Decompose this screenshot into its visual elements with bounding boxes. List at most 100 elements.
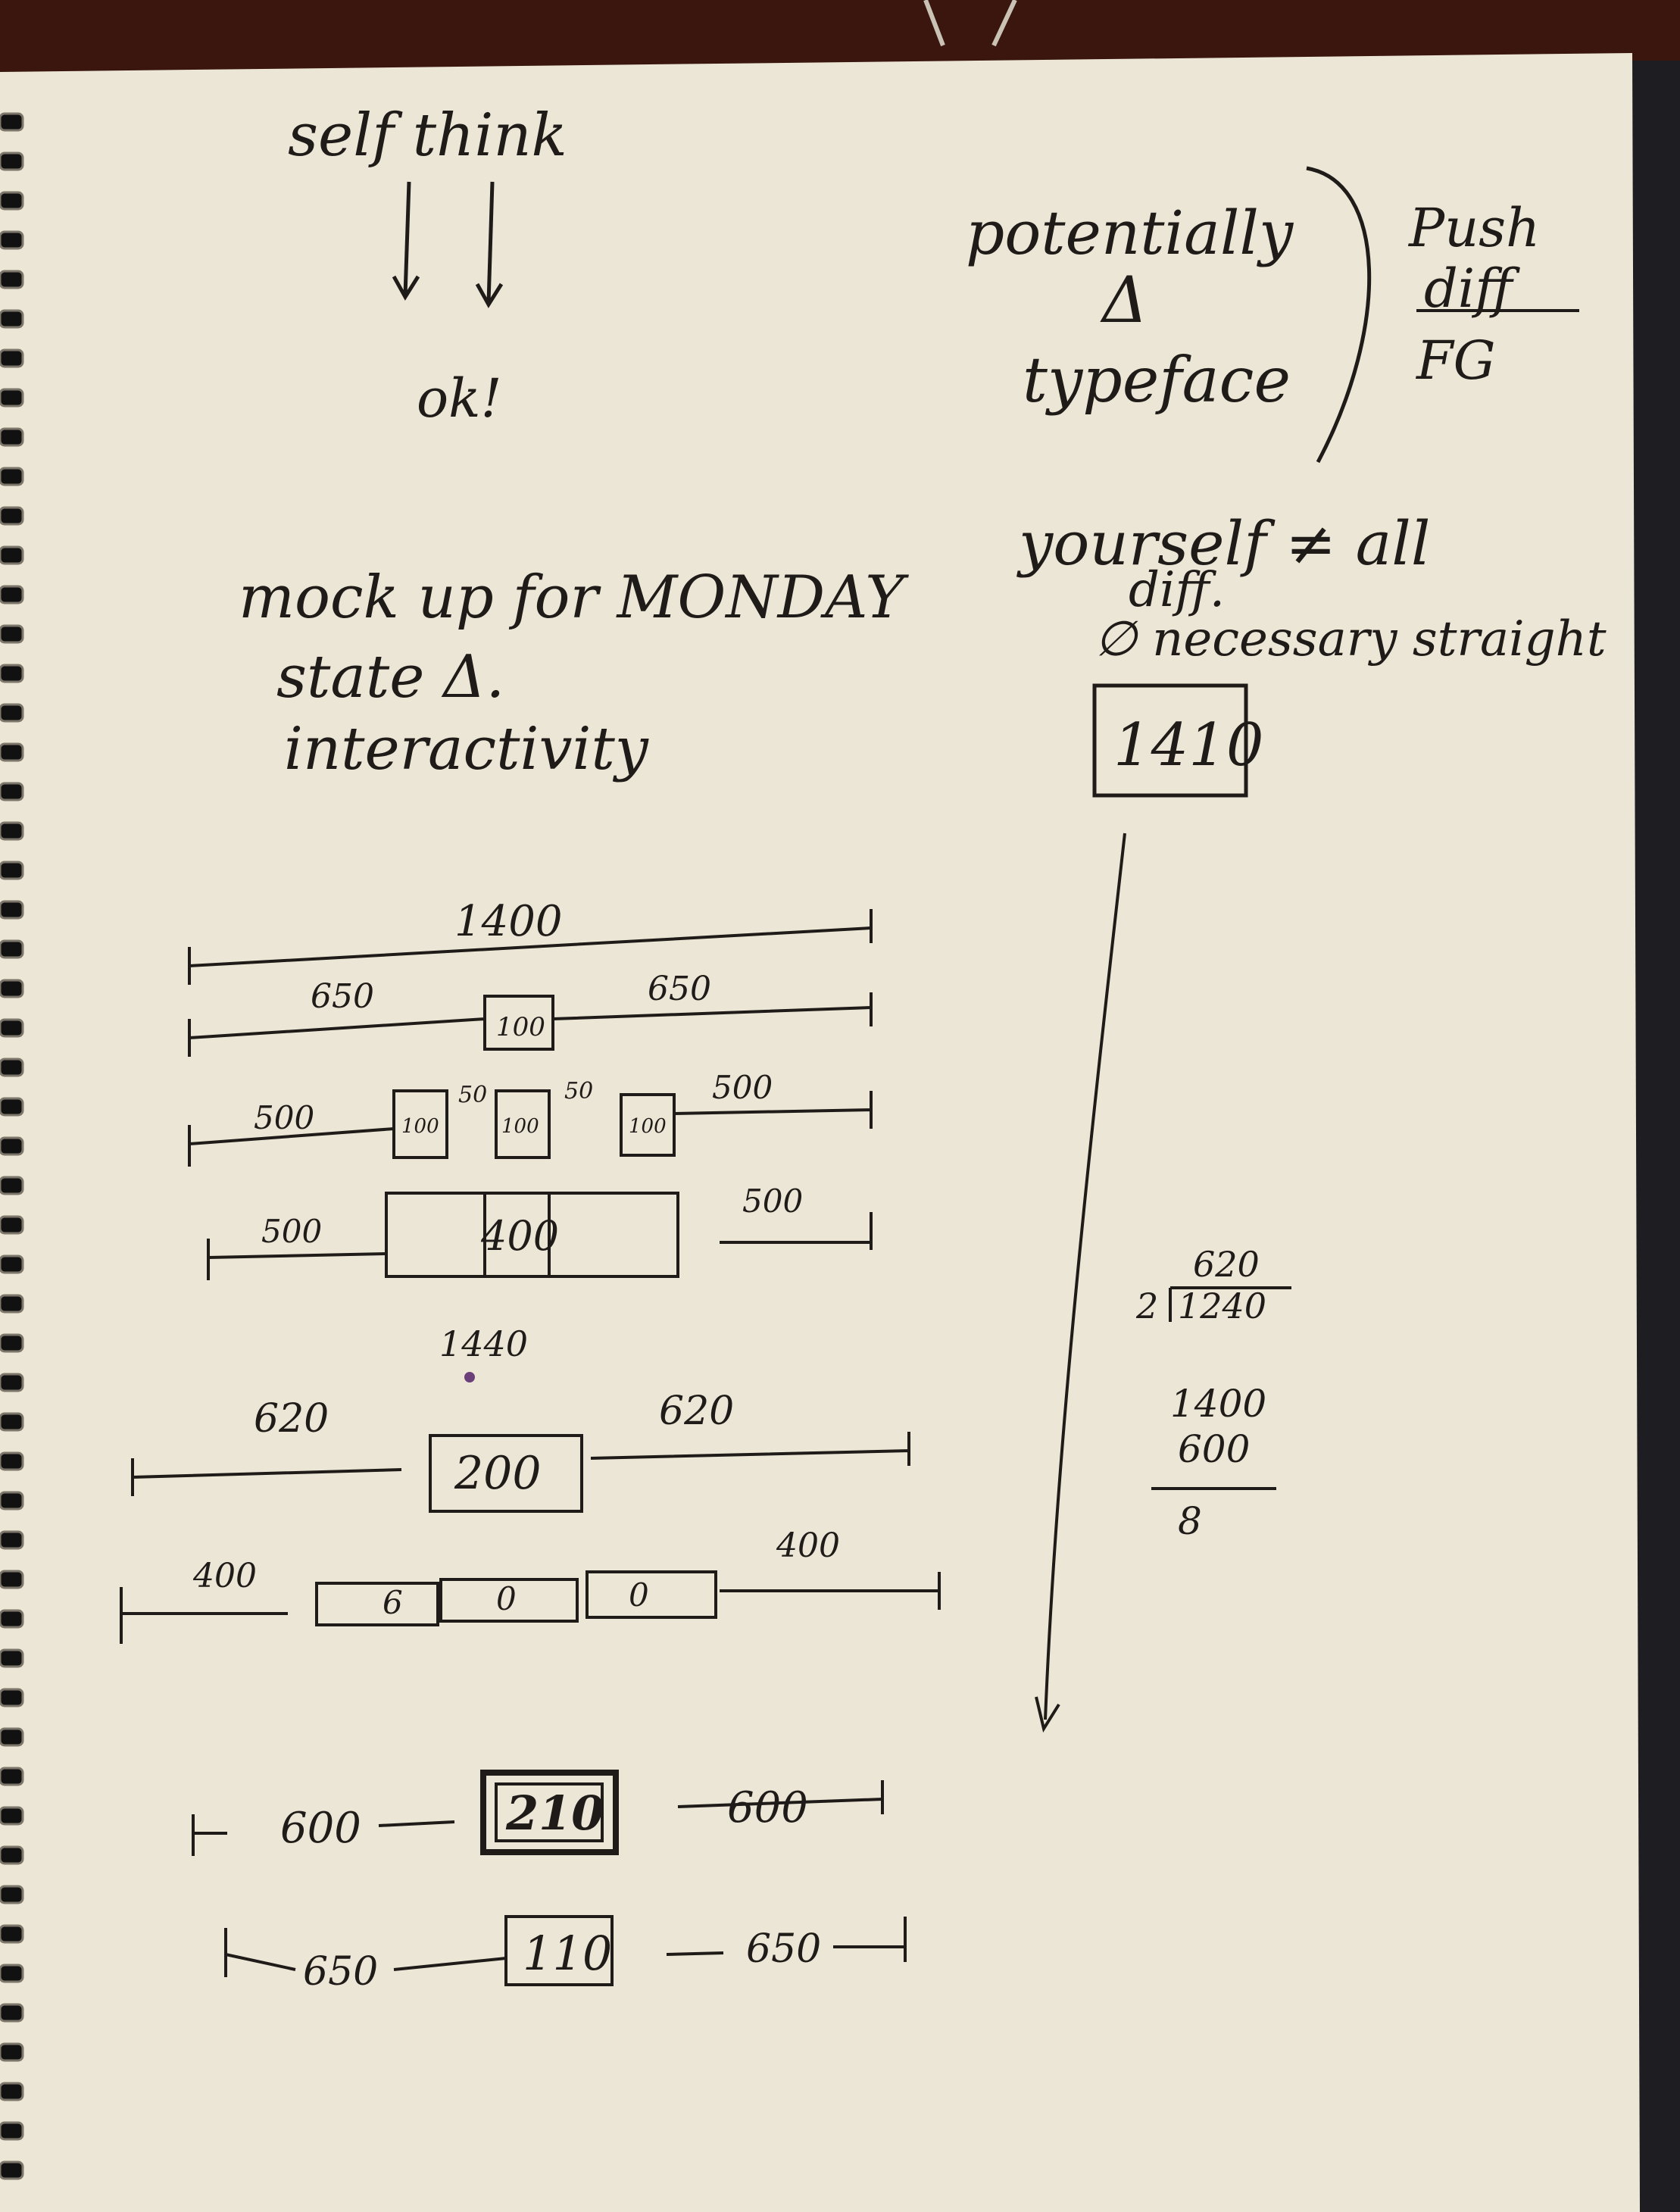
row-9-label-box: 110 — [523, 1926, 612, 1981]
spiral-ring — [0, 112, 24, 132]
spiral-ring — [0, 821, 24, 841]
row-9 — [224, 1915, 907, 1986]
calc1-left: 2 — [1135, 1286, 1158, 1326]
row-7 — [120, 1570, 941, 1644]
spiral-ring — [0, 545, 24, 565]
spiral-ring — [0, 1373, 24, 1392]
spiral-ring — [0, 506, 24, 526]
row-4-label-box: 400 — [480, 1212, 559, 1260]
row-7-label-6: 6 — [383, 1584, 403, 1621]
spiral-ring — [0, 1570, 24, 1589]
spiral-ring — [0, 939, 24, 959]
boxed-value-frame — [1092, 683, 1248, 798]
long-arrow — [1035, 833, 1126, 1733]
spiral-ring — [0, 1688, 24, 1707]
calc2-result: 8 — [1178, 1499, 1202, 1543]
row-2-label-left: 650 — [311, 977, 374, 1016]
spiral-ring — [0, 1176, 24, 1195]
row-6 — [131, 1432, 910, 1513]
spiral-ring — [0, 1491, 24, 1511]
note-ok: ok! — [417, 367, 502, 430]
note-push: Push — [1407, 197, 1540, 259]
row-9-label-left: 650 — [303, 1949, 378, 1995]
row-3-label-4: 100 — [501, 1115, 539, 1138]
row-4 — [207, 1192, 873, 1280]
calc2-a: 1400 — [1170, 1382, 1266, 1426]
note-mockup: mock up for MONDAY — [239, 564, 909, 632]
spiral-ring — [0, 1097, 24, 1117]
note-diff2: diff. — [1129, 562, 1225, 618]
row-7-label-0a: 0 — [496, 1580, 517, 1617]
spiral-ring — [0, 348, 24, 368]
spiral-ring — [0, 1215, 24, 1235]
down-arrows — [392, 181, 504, 308]
row-8-label-box: 210 — [505, 1786, 604, 1841]
spiral-ring — [0, 624, 24, 644]
spiral-ring — [0, 1648, 24, 1668]
calc1-top: 620 — [1193, 1244, 1260, 1285]
spiral-ring — [0, 1885, 24, 1904]
row-6-label-left: 620 — [254, 1396, 329, 1442]
spiral-ring — [0, 742, 24, 762]
spiral-ring — [0, 861, 24, 880]
row-5-label: 1440 — [439, 1323, 528, 1364]
spiral-ring — [0, 1018, 24, 1038]
spiral-ring — [0, 1451, 24, 1471]
calc1-right: 1240 — [1178, 1286, 1266, 1326]
row-4-label-right: 500 — [742, 1183, 803, 1220]
row-3-label-2: 100 — [401, 1115, 439, 1138]
spiral-ring — [0, 703, 24, 723]
paper-page — [0, 53, 1640, 2212]
spiral-ring — [0, 1727, 24, 1747]
row-2 — [188, 992, 873, 1057]
spiral-ring — [0, 467, 24, 486]
note-potentially: potentially — [966, 198, 1294, 268]
spiral-ring — [0, 979, 24, 998]
bracket — [1306, 166, 1372, 464]
spiral-ring — [0, 270, 24, 289]
row-8-label-left: 600 — [280, 1804, 361, 1853]
spiral-ring — [0, 2121, 24, 2141]
spiral-ring — [0, 2003, 24, 2023]
row-7-label-left: 400 — [192, 1557, 257, 1595]
ink-dot — [464, 1372, 475, 1382]
spiral-binding — [0, 112, 24, 2180]
spiral-ring — [0, 1136, 24, 1156]
note-interactivity: interactivity — [284, 715, 649, 783]
spiral-ring — [0, 1609, 24, 1629]
spiral-ring — [0, 900, 24, 920]
note-self-think: self think — [288, 102, 567, 170]
row-3-label-6: 100 — [629, 1115, 667, 1138]
note-fg: FG — [1415, 330, 1496, 392]
spiral-ring — [0, 1294, 24, 1314]
row-8-label-right: 600 — [727, 1783, 808, 1832]
spiral-ring — [0, 388, 24, 408]
delta-symbol: Δ — [1100, 263, 1148, 337]
spiral-ring — [0, 230, 24, 250]
spiral-ring — [0, 1845, 24, 1865]
dimension-diagram: 1400 650 100 650 500 100 50 100 50 100 5… — [120, 897, 941, 1995]
spiral-ring — [0, 664, 24, 683]
spiral-ring — [0, 1530, 24, 1550]
row-6-label-right: 620 — [659, 1389, 734, 1434]
row-4-label-left: 500 — [261, 1213, 322, 1250]
spiral-ring — [0, 1806, 24, 1826]
spiral-ring — [0, 1964, 24, 1983]
row-1-label: 1400 — [454, 897, 563, 946]
row-1 — [188, 909, 873, 985]
spiral-ring — [0, 1767, 24, 1786]
spiral-ring — [0, 1254, 24, 1274]
row-3-label-5: 50 — [564, 1078, 593, 1104]
boxed-value: 1410 — [1113, 711, 1264, 780]
row-2-label-right: 650 — [648, 970, 711, 1008]
spiral-ring — [0, 309, 24, 329]
row-6-label-box: 200 — [454, 1447, 542, 1500]
row-7-label-right: 400 — [776, 1526, 840, 1565]
spiral-ring — [0, 427, 24, 447]
spiral-ring — [0, 1412, 24, 1432]
note-typeface: typeface — [1023, 345, 1291, 417]
row-3 — [188, 1089, 873, 1167]
row-8 — [192, 1770, 884, 1856]
binder-clip — [923, 0, 1017, 47]
